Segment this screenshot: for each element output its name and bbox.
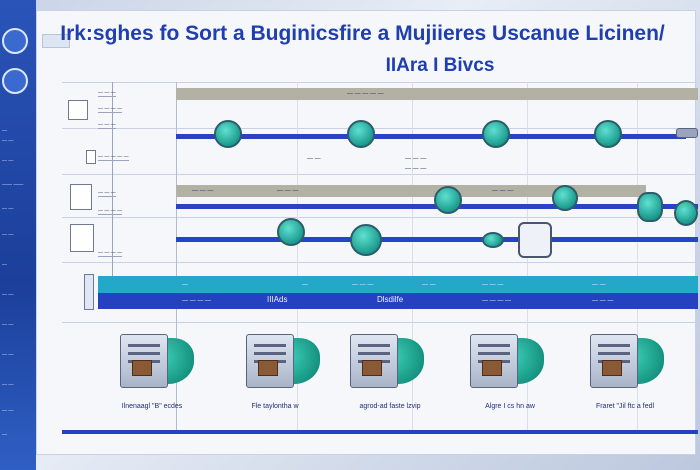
process-node-icon[interactable] <box>482 232 504 248</box>
stage-caption: Fraret "Jil ftc a fedl <box>595 403 655 410</box>
bottom-divider <box>62 430 698 434</box>
rail-text: — — <box>2 408 14 414</box>
stage-card-icon[interactable] <box>462 330 552 395</box>
rail-text: — — <box>2 138 14 144</box>
rail-text: —— —— <box>2 182 24 188</box>
lane-label: — — — <box>482 282 504 288</box>
grid-line <box>176 82 177 432</box>
rail-globe-icon <box>2 68 28 94</box>
grid-line <box>112 82 113 282</box>
clipboard-icon[interactable] <box>518 222 552 258</box>
form-icon <box>70 224 94 252</box>
grid-line <box>62 128 698 129</box>
node-label: — — <box>307 156 321 162</box>
document-icon <box>70 184 92 210</box>
process-node-icon[interactable] <box>552 185 578 211</box>
grid-line <box>62 174 698 175</box>
lane-label: — <box>182 282 188 288</box>
rail-text: — <box>2 262 7 268</box>
person-icon <box>86 150 96 164</box>
lane-label: IIIAds <box>267 295 288 304</box>
stage-caption: Ilnenaagl "B" ecdes <box>121 403 183 410</box>
stage-card-icon[interactable] <box>582 330 672 395</box>
row-label: — — — <box>98 122 116 129</box>
process-node-icon[interactable] <box>214 120 242 148</box>
lane-label: — — <box>422 282 436 288</box>
row-label: — — — — <box>98 208 123 215</box>
lane-label: — — — — <box>482 298 512 304</box>
grid-line <box>62 262 698 263</box>
process-node-icon[interactable] <box>482 120 510 148</box>
rail-text: — — <box>2 232 14 238</box>
lane-label: — — — — <box>182 298 212 304</box>
page-title: Irk:sghes fo Sort a Buginicsfire a Mujii… <box>60 22 665 45</box>
row-label: — — — — <box>98 250 123 257</box>
process-node-icon[interactable] <box>594 120 622 148</box>
process-node-icon[interactable] <box>350 224 382 256</box>
row-label: — — — — <box>98 106 123 113</box>
grid-line <box>62 82 698 83</box>
grid-line <box>637 82 638 432</box>
rail-text: — <box>2 432 7 438</box>
process-node-icon[interactable] <box>347 120 375 148</box>
rail-text: — — <box>2 352 14 358</box>
flow-arrow-icon <box>676 128 698 138</box>
grid-line <box>297 82 298 432</box>
phase-band-label: — — — <box>277 188 299 194</box>
title-logo-icon <box>42 34 70 48</box>
lane-label: — — — <box>592 298 614 304</box>
rail-text: — — <box>2 158 14 164</box>
stage-caption: Fle taylontha w <box>251 403 299 410</box>
rail-text: — — <box>2 382 14 388</box>
phase-band <box>176 88 698 100</box>
lane-label: — — — <box>352 282 374 288</box>
phase-band-label: — — — <box>492 188 514 194</box>
flow-line <box>176 237 698 242</box>
phase-band <box>176 185 646 197</box>
grid-line <box>412 82 413 432</box>
rail-text: — <box>2 128 7 134</box>
stage-card-icon[interactable] <box>238 330 328 395</box>
rail-text: — — <box>2 206 14 212</box>
truck-icon <box>68 100 88 120</box>
process-lane <box>98 276 698 294</box>
process-lane <box>98 293 698 309</box>
row-label: — — — <box>98 190 116 197</box>
lane-label: — <box>302 282 308 288</box>
left-rail: — — — — — —— —— — — — — — — — — — — — — … <box>0 0 36 470</box>
flow-line <box>176 134 686 139</box>
node-label: — — — <box>405 166 427 172</box>
row-label: — — — — — <box>98 154 129 161</box>
stage-card-icon[interactable] <box>112 330 202 395</box>
row-label: — — — <box>98 90 116 97</box>
node-label: — — — <box>405 156 427 162</box>
process-node-icon[interactable] <box>674 200 698 226</box>
rail-text: — — <box>2 292 14 298</box>
stage-card-icon[interactable] <box>342 330 432 395</box>
phone-icon <box>84 274 94 310</box>
rail-gear-icon <box>2 28 28 54</box>
process-node-icon[interactable] <box>434 186 462 214</box>
lane-label: — — <box>592 282 606 288</box>
phase-band-label: — — — <box>192 188 214 194</box>
diagram-grid: — — — — — — — — — — — — — — — — — — — — … <box>62 82 698 437</box>
rail-text: — — <box>2 322 14 328</box>
person-node-icon[interactable] <box>637 192 663 222</box>
process-node-icon[interactable] <box>277 218 305 246</box>
grid-line <box>62 322 698 323</box>
stage-caption: Algre I cs hn aw <box>485 403 535 410</box>
grid-line <box>62 217 698 218</box>
stage-caption: agrod-ad faste lzvip <box>359 403 421 410</box>
phase-band-label: — — — — — <box>347 91 384 97</box>
lane-label: Dlsdilfe <box>377 295 404 304</box>
page-subtitle: IIAra I Bivcs <box>385 55 495 76</box>
